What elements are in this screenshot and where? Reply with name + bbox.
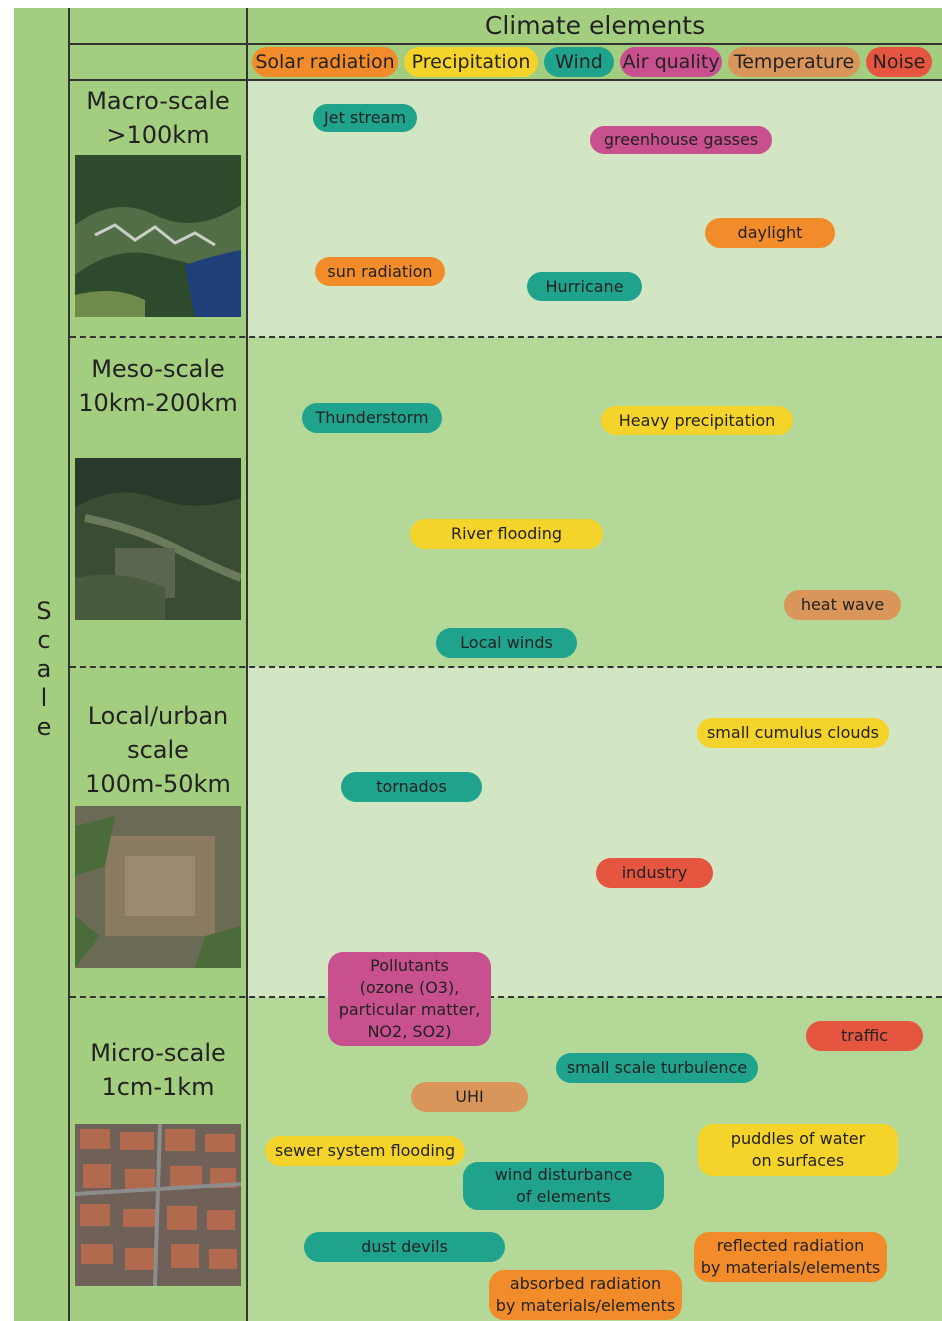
row-separator-2 (70, 666, 942, 668)
axis-label-letter: e (36, 713, 52, 741)
item-puddles-line-2: on surfaces (751, 1151, 845, 1170)
item-pollutants-line-1: Pollutants (370, 956, 449, 975)
item-hurricane: Hurricane (527, 272, 642, 301)
item-pollutants-line-2: (ozone (O3), (359, 978, 460, 997)
item-industry: industry (596, 858, 713, 888)
item-jet-stream: Jet stream (313, 104, 417, 132)
row-label-local-range: 100m-50km (85, 770, 231, 798)
row-label-meso-name: Meso-scale (91, 355, 225, 383)
item-greenhouse-gasses: greenhouse gasses (590, 126, 772, 154)
item-absorbed-line-1: absorbed radiation (509, 1274, 662, 1293)
item-uhi: UHI (411, 1082, 528, 1112)
item-pollutants-line-4: NO2, SO2) (367, 1022, 452, 1041)
local-satellite-image (75, 806, 241, 968)
header-title: Climate elements (484, 11, 706, 40)
item-river-flooding: River flooding (410, 519, 603, 549)
row-label-micro-range: 1cm-1km (101, 1073, 215, 1101)
item-heavy-precipitation: Heavy precipitation (601, 406, 793, 435)
row-separator-3 (70, 996, 942, 998)
item-sun-radiation: sun radiation (315, 257, 445, 286)
meso-satellite-image (75, 458, 241, 620)
divider-vertical-1 (68, 8, 70, 1321)
legend-precipitation: Precipitation (404, 47, 538, 77)
item-reflected-line-2: by materials/elements (700, 1258, 881, 1277)
axis-label-letter: l (40, 684, 48, 712)
local-band (248, 667, 942, 997)
legend-noise: Noise (866, 47, 932, 77)
item-puddles-line-1: puddles of water (730, 1129, 866, 1148)
row-label-macro-name: Macro-scale (86, 87, 230, 115)
item-pollutants-line-3: particular matter, (338, 1000, 481, 1019)
item-pollutants: Pollutants (ozone (O3), particular matte… (328, 952, 491, 1046)
row-label-micro-name: Micro-scale (90, 1039, 226, 1067)
item-wind-disturbance-line-2: of elements (516, 1187, 611, 1206)
item-thunderstorm: Thunderstorm (302, 403, 442, 433)
item-traffic: traffic (806, 1021, 923, 1051)
item-reflected-line-1: reflected radiation (716, 1236, 865, 1255)
micro-satellite-image (75, 1124, 241, 1286)
item-wind-disturbance-line-1: wind disturbance (494, 1165, 633, 1184)
axis-label-letter: a (36, 655, 52, 683)
row-label-meso-range: 10km-200km (78, 389, 238, 417)
item-wind-disturbance: wind disturbance of elements (463, 1162, 664, 1210)
macro-satellite-image (75, 155, 241, 317)
item-heat-wave: heat wave (784, 590, 901, 620)
item-dust-devils: dust devils (304, 1232, 505, 1262)
row-label-local-name-2: scale (127, 736, 189, 764)
legend-temperature: Temperature (728, 47, 860, 77)
row-separator-1 (70, 336, 942, 338)
row-label-macro-range: >100km (106, 121, 210, 149)
axis-label-letter: S (36, 597, 52, 625)
axis-label-letter: c (37, 626, 51, 654)
item-local-winds: Local winds (436, 628, 577, 658)
divider-vertical-2 (246, 8, 248, 1321)
item-daylight: daylight (705, 218, 835, 248)
scale-axis-column (14, 8, 69, 1321)
item-small-cumulus-clouds: small cumulus clouds (697, 718, 889, 748)
row-label-local-name: Local/urban (87, 702, 229, 730)
item-puddles-of-water: puddles of water on surfaces (698, 1124, 898, 1176)
legend-wind: Wind (544, 47, 614, 77)
item-absorbed-line-2: by materials/elements (495, 1296, 676, 1315)
divider-header-bottom (68, 79, 942, 81)
item-reflected-radiation: reflected radiation by materials/element… (694, 1232, 887, 1282)
item-sewer-system-flooding: sewer system flooding (265, 1136, 465, 1166)
item-tornados: tornados (341, 772, 482, 802)
item-small-scale-turbulence: small scale turbulence (556, 1053, 758, 1083)
legend-solar-radiation: Solar radiation (252, 47, 398, 77)
divider-header-top (68, 43, 942, 45)
item-absorbed-radiation: absorbed radiation by materials/elements (489, 1270, 682, 1320)
legend-air-quality: Air quality (620, 47, 722, 77)
